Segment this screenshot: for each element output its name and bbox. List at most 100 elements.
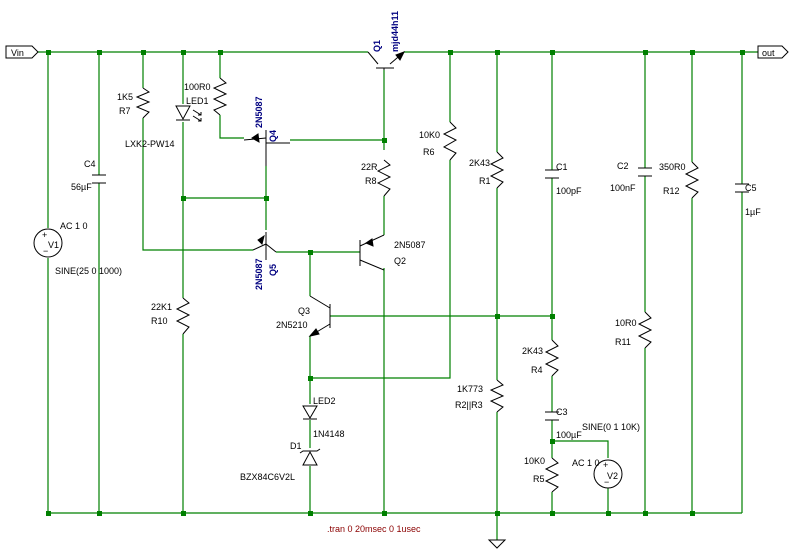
resistor-r12[interactable]: 350R0 R12 (659, 161, 700, 199)
q5-name-label: Q5 (268, 264, 278, 276)
junction (141, 50, 146, 55)
source-v2[interactable]: + − AC 1 0 V2 SINE(0 1 10K) (572, 422, 640, 489)
resistor-r10[interactable]: 22K1 R10 (151, 297, 191, 335)
transistor-q2[interactable]: 2N5087 Q2 (359, 234, 426, 271)
r9-to-q4 (219, 115, 244, 139)
v2-symbol (593, 459, 623, 489)
junction (550, 439, 555, 444)
resistor-r4[interactable]: 2K43 R4 (522, 339, 560, 377)
c3-to-v2 (552, 440, 609, 458)
d1-model-label: BZX84C6V2L (240, 472, 295, 482)
r5-name-label: R5 (533, 474, 545, 484)
r23-zigzag (489, 379, 505, 413)
junction (740, 50, 745, 55)
c3-name-label: C3 (556, 407, 568, 417)
r4-value-label: 2K43 (522, 346, 543, 356)
d1-zener-bar (299, 448, 321, 454)
led1-triangle (175, 105, 191, 121)
port-out[interactable]: out (757, 45, 789, 59)
c4-name-label: C4 (84, 159, 96, 169)
r12-value-label: 350R0 (659, 162, 686, 172)
junction (643, 511, 648, 516)
q2-model-label: 2N5087 (394, 240, 426, 250)
c5-name-label: C5 (745, 183, 757, 193)
v1-ac-label: AC 1 0 (60, 221, 88, 231)
transistor-q1[interactable]: Q1 mjd44h11 (367, 11, 406, 70)
junction (97, 50, 102, 55)
vin-port-label: Vin (11, 48, 24, 58)
resistor-r6[interactable]: 10K0 R6 (419, 121, 458, 161)
r8-value-label: 22R (361, 162, 378, 172)
r11-zigzag (637, 311, 653, 349)
r10-value-label: 22K1 (151, 302, 172, 312)
junction (448, 50, 453, 55)
junction (218, 50, 223, 55)
junction (97, 511, 102, 516)
junction (46, 50, 51, 55)
r6-to-led2 (310, 160, 451, 379)
resistor-r7[interactable]: 1K5 R7 (117, 87, 151, 119)
junction (606, 511, 611, 516)
r11-name-label: R11 (615, 337, 631, 347)
r23-value-label: 1K773 (457, 384, 483, 394)
diode-d1[interactable]: D1 BZX84C6V2L (240, 441, 321, 482)
resistor-r8[interactable]: 22R R8 (361, 159, 392, 197)
q1-model-label: mjd44h11 (390, 11, 400, 52)
resistor-r11[interactable]: 10R0 R11 (615, 311, 653, 349)
capacitor-c3[interactable]: C3 100µF (545, 407, 582, 440)
diode-led2[interactable]: LED2 1N4148 (302, 396, 345, 439)
junction (181, 196, 186, 201)
transistor-q5[interactable]: 2N5087 Q5 (252, 232, 278, 290)
capacitor-c4[interactable]: C4 56µF (71, 159, 106, 192)
port-vin[interactable]: Vin (5, 45, 39, 59)
led2-model-label: 1N4148 (313, 429, 345, 439)
resistor-r9[interactable]: 100R0 (184, 77, 228, 116)
q3-arrow (308, 328, 320, 337)
r12-zigzag (684, 161, 700, 199)
d1-name-label: D1 (290, 441, 302, 451)
r6-name-label: R6 (423, 147, 435, 157)
transistor-q3[interactable]: Q3 2N5210 (276, 295, 331, 337)
r12-name-label: R12 (663, 186, 680, 196)
capacitor-c2[interactable]: C2 100nF (610, 161, 652, 193)
r1-name-label: R1 (479, 176, 491, 186)
d1-triangle (302, 450, 318, 466)
transistor-q4[interactable]: 2N5087 Q4 (243, 96, 290, 166)
capacitor-c5[interactable]: C5 1µF (735, 183, 761, 217)
q3-name-label: Q3 (298, 306, 310, 316)
junction (550, 50, 555, 55)
r23-name-label: R2||R3 (455, 400, 483, 410)
source-v1[interactable]: + − AC 1 0 V1 SINE(25 0 1000) (33, 221, 122, 276)
junction (308, 511, 313, 516)
r7-zigzag (135, 87, 151, 119)
q2-name-label: Q2 (394, 256, 406, 266)
resistor-r1[interactable]: 2K43 R1 (469, 151, 505, 189)
wires (38, 51, 758, 540)
r4-name-label: R4 (531, 365, 543, 375)
r10-zigzag (175, 297, 191, 335)
diode-led1[interactable]: LED1 LXK2-PW14 (125, 96, 209, 149)
c3-value-label: 100µF (556, 430, 582, 440)
r9-value-label: 100R0 (184, 82, 211, 92)
c2-value-label: 100nF (610, 183, 636, 193)
resistor-r5[interactable]: 10K0 R5 (524, 456, 560, 493)
r1-value-label: 2K43 (469, 158, 490, 168)
tran-directive[interactable]: .tran 0 20msec 0 1usec (327, 524, 421, 534)
junction (495, 50, 500, 55)
v2-plus-sign: + (603, 460, 608, 470)
c4-value-label: 56µF (71, 182, 92, 192)
q3-collector (309, 295, 331, 309)
r11-value-label: 10R0 (615, 318, 637, 328)
r5-value-label: 10K0 (524, 456, 545, 466)
v1-name-label: V1 (48, 240, 59, 250)
v1-sine-label: SINE(25 0 1000) (55, 266, 122, 276)
q4-arrow (251, 133, 260, 143)
resistor-r23[interactable]: 1K773 R2||R3 (455, 379, 505, 413)
q1-arrow (395, 51, 406, 61)
q5-collector (265, 243, 277, 253)
capacitor-c1[interactable]: C1 100pF (545, 162, 582, 196)
r1-zigzag (489, 151, 505, 189)
led2-triangle (302, 405, 318, 419)
